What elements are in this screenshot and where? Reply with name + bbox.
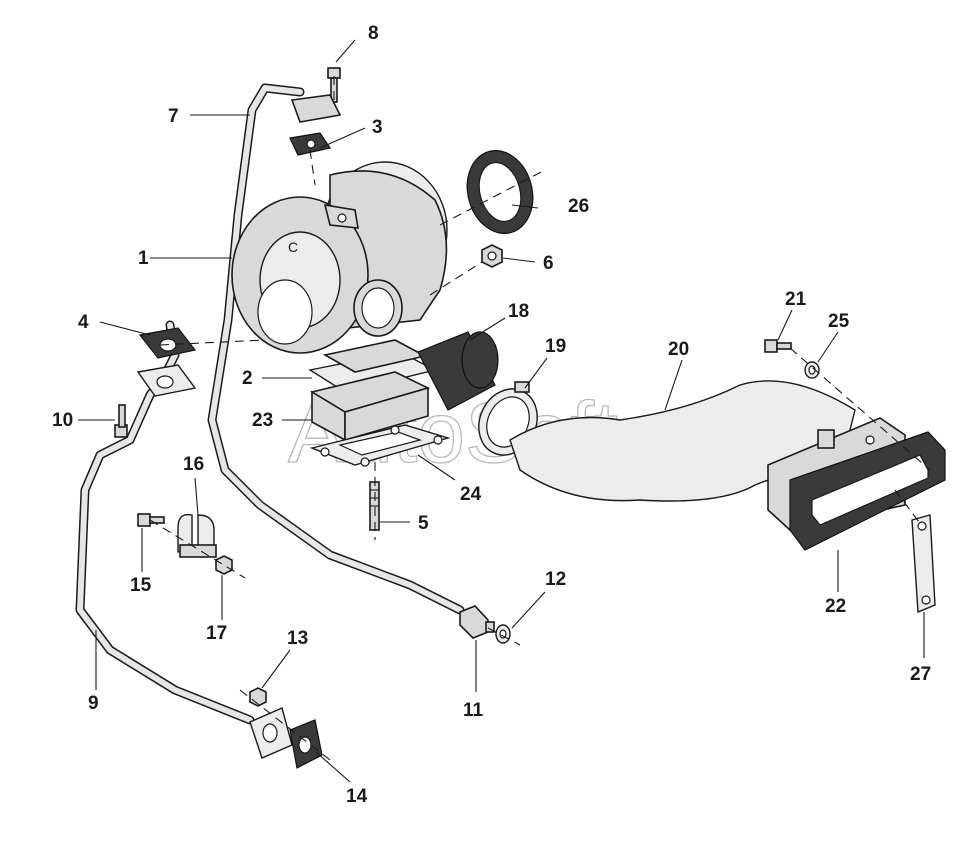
callout-11: 11 [463, 700, 484, 721]
bolt-21 [764, 339, 792, 353]
callout-23: 23 [252, 410, 273, 431]
banjo-gasket [289, 132, 331, 156]
callout-6: 6 [543, 253, 554, 274]
callout-18: 18 [508, 301, 529, 322]
callout-14: 14 [346, 786, 368, 807]
outlet-gasket [789, 431, 946, 551]
return-flange-lower [249, 707, 293, 759]
callout-21: 21 [785, 289, 807, 310]
callout-12: 12 [545, 569, 566, 590]
turbine-gasket [466, 149, 534, 235]
nut-17 [215, 555, 233, 575]
callout-17: 17 [206, 623, 227, 644]
callout-19: 19 [545, 336, 566, 357]
return-gasket [136, 327, 197, 397]
bolt-10 [114, 404, 128, 438]
washer-25 [804, 361, 820, 379]
callout-8: 8 [368, 23, 379, 44]
assembly-lines [149, 70, 931, 761]
callout-22: 22 [825, 596, 846, 617]
callout-labels: 8 3 7 1 26 6 4 2 23 10 18 19 20 21 25 24… [52, 23, 931, 807]
air-sleeve [417, 331, 499, 411]
callout-16: 16 [183, 454, 204, 475]
union-fitting [459, 605, 495, 639]
callout-7: 7 [168, 106, 179, 127]
callout-20: 20 [668, 339, 689, 360]
washer-12 [495, 624, 511, 644]
nut-13 [249, 687, 267, 707]
callout-24: 24 [460, 484, 482, 505]
exhaust-flange-stack [308, 339, 451, 467]
callout-1: 1 [138, 248, 149, 269]
pipe-clip [177, 513, 217, 558]
callout-3: 3 [372, 117, 383, 138]
lower-gasket [289, 719, 323, 769]
leader-lines [78, 39, 925, 783]
oil-feed-tube [207, 83, 465, 615]
nut-6 [481, 244, 503, 268]
callout-26: 26 [568, 196, 589, 217]
callout-10: 10 [52, 410, 73, 431]
callout-5: 5 [418, 513, 429, 534]
bracket-strap [911, 514, 936, 614]
callout-13: 13 [287, 628, 308, 649]
callout-4: 4 [78, 312, 89, 333]
callout-9: 9 [88, 693, 99, 714]
callout-25: 25 [828, 311, 850, 332]
callout-2: 2 [242, 368, 253, 389]
callout-27: 27 [910, 664, 931, 685]
svg-text:C: C [288, 239, 298, 255]
turbocharger: C [231, 161, 448, 354]
callout-15: 15 [130, 575, 152, 596]
